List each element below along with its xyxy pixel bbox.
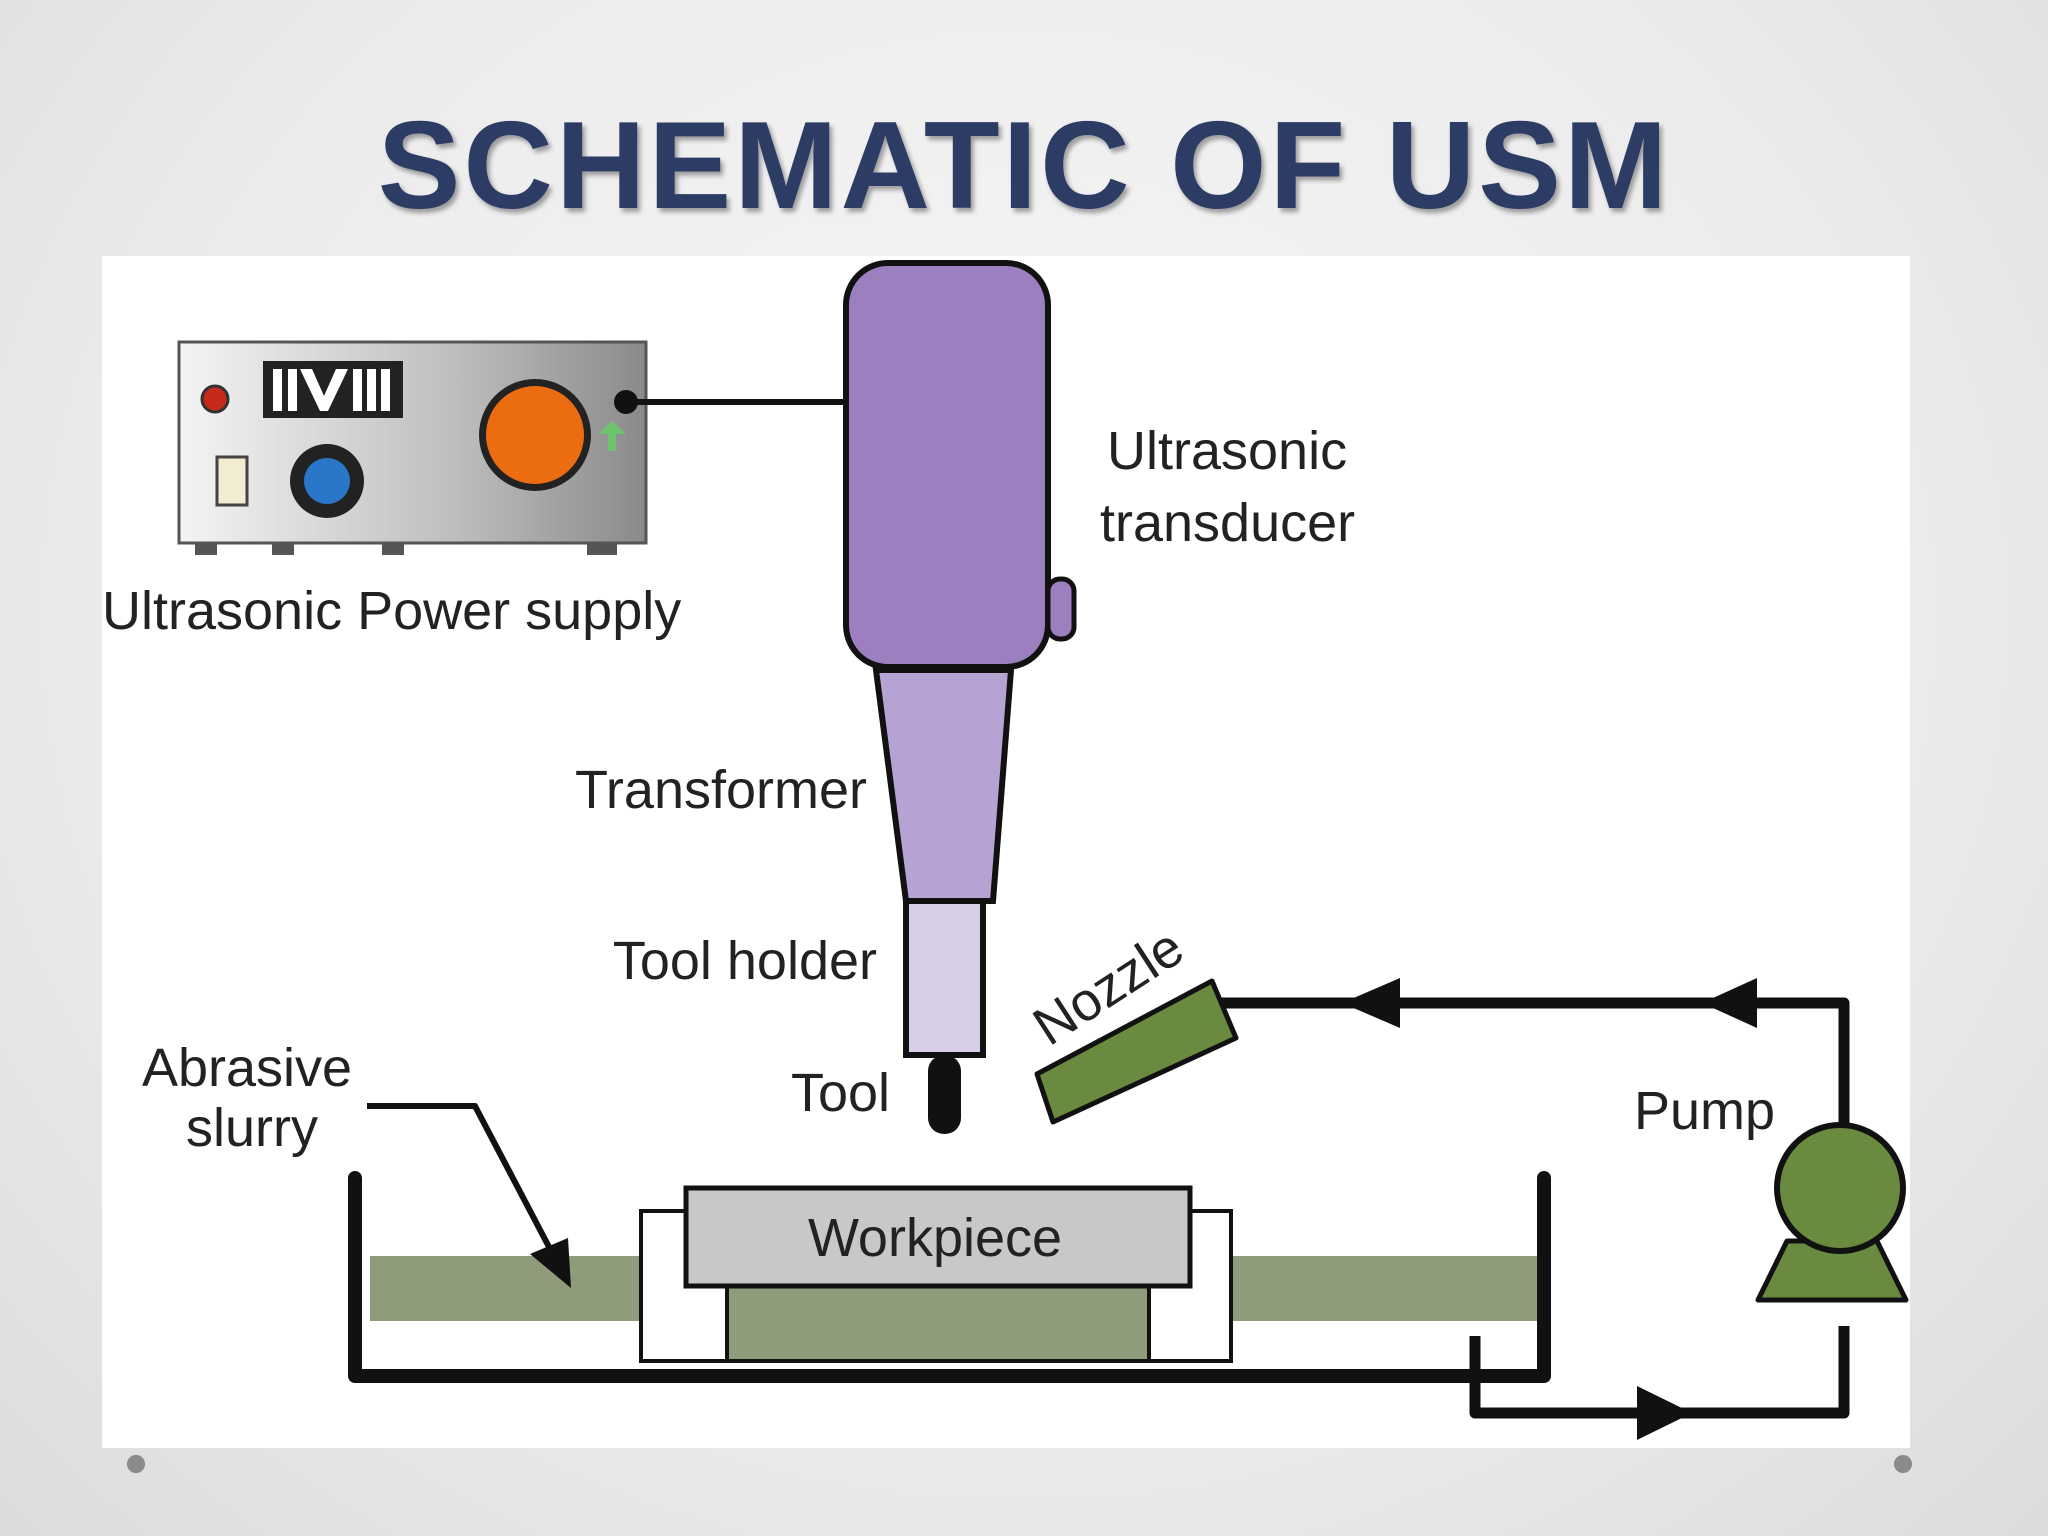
abrasive-slurry-label-line2: slurry (186, 1098, 318, 1158)
slurry-pointer-arrowhead (530, 1238, 571, 1288)
transducer-label-line2: transducer (1100, 493, 1355, 553)
power-switch (215, 455, 249, 507)
flow-arrow-icon (1702, 978, 1757, 1028)
transducer-label-line1: Ultrasonic (1107, 421, 1347, 481)
workpiece-label: Workpiece (808, 1208, 1062, 1268)
flow-arrow-icon (1637, 1386, 1692, 1440)
indicator-light (200, 384, 230, 414)
tool-holder (903, 898, 986, 1058)
power-supply-unit (177, 340, 648, 555)
tool-label: Tool (791, 1063, 890, 1123)
slurry-pointer-arrow (367, 1103, 562, 1268)
pump-label: Pump (1634, 1081, 1775, 1141)
flow-arrow-icon (1342, 978, 1400, 1028)
tool (928, 1055, 961, 1134)
slide-corner-dot (127, 1455, 145, 1473)
slurry-tank (348, 1171, 1551, 1383)
output-arrow-icon (598, 421, 626, 451)
transducer-knob (1045, 576, 1077, 642)
pump (1774, 1122, 1906, 1254)
transformer-horn (872, 667, 1015, 904)
usm-schematic: Ultrasonic Power supply Ultrasonic trans… (102, 256, 1910, 1448)
ultrasonic-transducer (843, 260, 1051, 670)
power-supply-label: Ultrasonic Power supply (102, 581, 681, 641)
nozzle (1034, 978, 1239, 1125)
slide-title: SCHEMATIC OF USM (377, 97, 1671, 235)
workpiece (683, 1185, 1193, 1289)
tool-holder-label: Tool holder (613, 931, 877, 991)
transformer-label: Transformer (575, 760, 867, 820)
slide-corner-dot (1894, 1455, 1912, 1473)
abrasive-slurry-label-line1: Abrasive (142, 1038, 352, 1098)
